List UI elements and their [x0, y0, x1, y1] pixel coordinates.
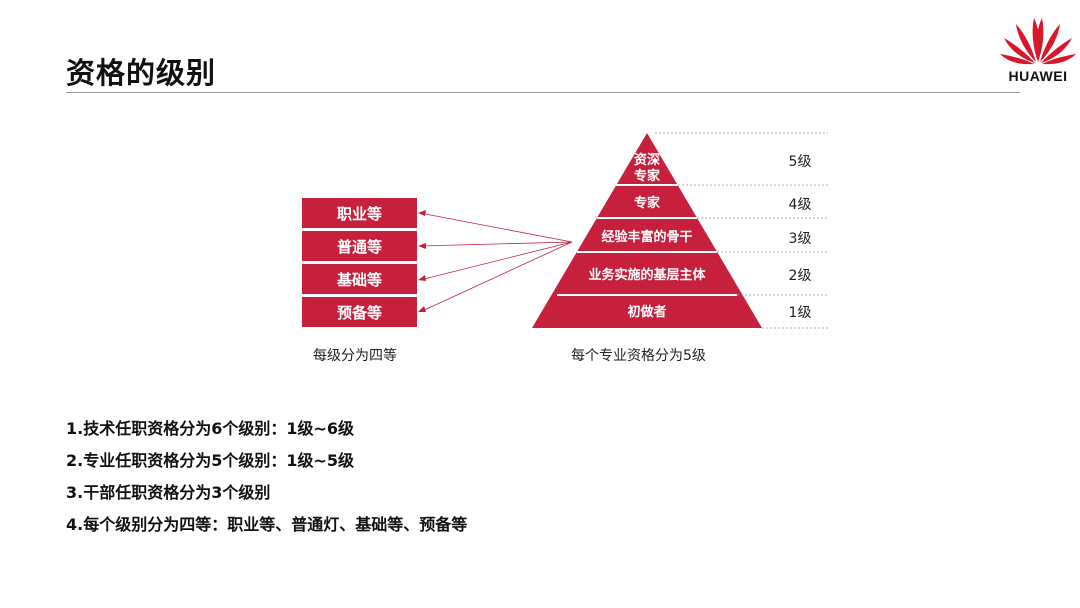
- level-label-5: 5级: [789, 154, 812, 170]
- title-divider: [66, 92, 1020, 93]
- grade-box-career: 职业等: [302, 198, 417, 228]
- grade-stack: 职业等 普通等 基础等 预备等: [302, 198, 417, 330]
- huawei-logo: HUAWEI: [998, 6, 1078, 90]
- arrow-line: [419, 241, 573, 281]
- huawei-flower-icon: [1000, 18, 1076, 65]
- arrow-heads: [418, 210, 426, 312]
- notes-list: 1.技术任职资格分为6个级别：1级~6级 2.专业任职资格分为5个级别：1级~5…: [66, 418, 467, 546]
- arrow-head: [418, 306, 426, 312]
- arrow-head: [418, 210, 426, 216]
- level-label-2: 2级: [789, 268, 812, 284]
- grade-box-preparatory: 预备等: [302, 297, 417, 327]
- logo-wordmark: HUAWEI: [1008, 68, 1068, 84]
- note-item: 3.干部任职资格分为3个级别: [66, 483, 271, 502]
- level-guide-lines: [655, 132, 828, 329]
- note-item: 2.专业任职资格分为5个级别：1级~5级: [66, 451, 355, 470]
- arrow-head: [418, 243, 426, 249]
- note-item: 1.技术任职资格分为6个级别：1级~6级: [66, 419, 355, 438]
- tier-label-1: 初做者: [627, 304, 666, 320]
- level-label-4: 4级: [789, 197, 812, 213]
- pyramid-tier-dividers: [557, 184, 737, 296]
- note-item: 4.每个级别分为四等：职业等、普通灯、基础等、预备等: [66, 515, 468, 534]
- level-label-1: 1级: [789, 305, 812, 321]
- tier-label-5a: 资深: [634, 152, 660, 168]
- connector-arrows: [419, 212, 573, 313]
- tier-label-5b: 专家: [634, 168, 661, 184]
- page-title: 资格的级别: [66, 56, 217, 90]
- grade-box-basic: 基础等: [302, 264, 417, 294]
- tier-label-3: 经验丰富的骨干: [601, 229, 692, 245]
- grades-caption: 每级分为四等: [313, 348, 397, 364]
- tier-label-4: 专家: [634, 195, 661, 211]
- arrow-line: [419, 241, 573, 247]
- level-labels: 5级 4级 3级 2级 1级: [789, 154, 812, 321]
- arrow-head: [418, 275, 426, 281]
- pyramid-labels: 资深 专家 专家 经验丰富的骨干 业务实施的基层主体 初做者: [588, 152, 706, 320]
- pyramid-shape: [532, 133, 762, 328]
- pyramid: [532, 133, 762, 328]
- arrow-line: [419, 241, 573, 313]
- arrow-line: [419, 212, 573, 243]
- pyramid-caption: 每个专业资格分为5级: [571, 348, 706, 364]
- tier-label-2: 业务实施的基层主体: [588, 267, 706, 283]
- grade-box-ordinary: 普通等: [302, 231, 417, 261]
- level-label-3: 3级: [789, 231, 812, 247]
